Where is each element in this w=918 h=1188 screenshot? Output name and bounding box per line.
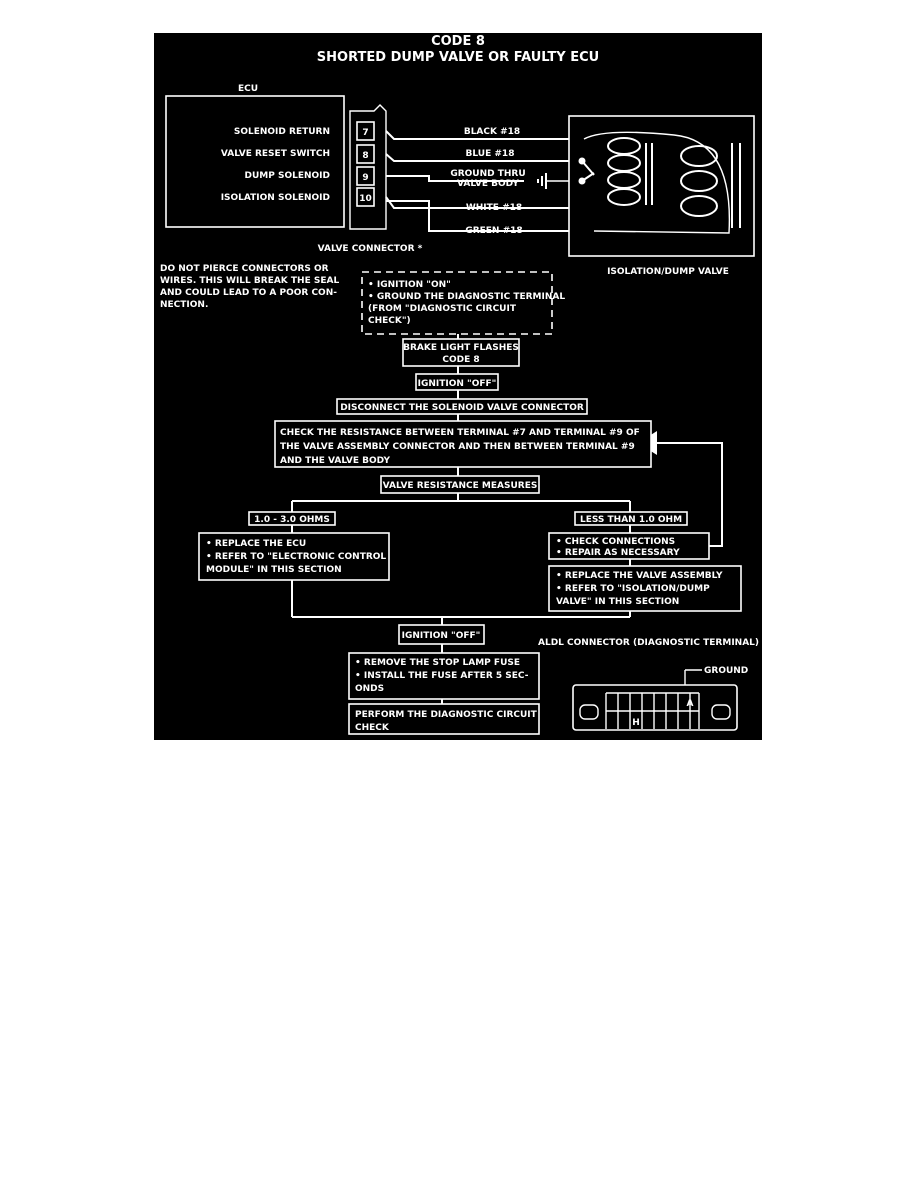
warning-line-1: DO NOT PIERCE CONNECTORS OR xyxy=(160,264,329,274)
perform-box xyxy=(348,703,540,735)
fuse-line-1: • REMOVE THE STOP LAMP FUSE xyxy=(355,658,520,668)
start-line-4: CHECK") xyxy=(368,316,411,326)
ohms-low-label: LESS THAN 1.0 OHM xyxy=(580,515,682,525)
page-title: SHORTED DUMP VALVE OR FAULTY ECU xyxy=(317,50,599,65)
diagram-panel: CODE 8 SHORTED DUMP VALVE OR FAULTY ECU … xyxy=(154,33,762,740)
wire-white-label: WHITE #18 xyxy=(466,203,522,213)
ignition-off-box-2 xyxy=(398,624,485,645)
replace-valve-box xyxy=(548,565,742,612)
valve-connector-label: VALVE CONNECTOR * xyxy=(318,244,423,254)
warning-line-2: WIRES. THIS WILL BREAK THE SEAL xyxy=(160,276,339,286)
terminal-7: 7 xyxy=(362,128,368,138)
valve-label: ISOLATION/DUMP VALVE xyxy=(607,267,729,277)
flow-lines xyxy=(291,334,723,704)
measures-step: VALVE RESISTANCE MEASURES xyxy=(383,481,538,491)
disconnect-step: DISCONNECT THE SOLENOID VALVE CONNECTOR xyxy=(340,403,584,413)
brake-light-line-1: BRAKE LIGHT FLASHES xyxy=(403,343,519,353)
wire-blue-label: BLUE #18 xyxy=(466,149,515,159)
start-line-1: • IGNITION "ON" xyxy=(368,280,451,290)
flowchart-svg: CODE 8 SHORTED DUMP VALVE OR FAULTY ECU … xyxy=(160,34,759,735)
fuse-line-2: • INSTALL THE FUSE AFTER 5 SEC- xyxy=(355,671,529,681)
aldl-ground-label: GROUND xyxy=(704,666,748,676)
replace-valve-line-2: • REFER TO "ISOLATION/DUMP xyxy=(556,584,710,594)
ohms-ok-box xyxy=(248,511,336,526)
ecu-pin-solenoid-return: SOLENOID RETURN xyxy=(234,127,330,137)
check-connections-box xyxy=(548,532,710,560)
title-code: CODE 8 xyxy=(431,34,485,49)
ecu-pin-isolation-solenoid: ISOLATION SOLENOID xyxy=(221,193,330,203)
warning-line-4: NECTION. xyxy=(160,300,208,310)
start-line-3: (FROM "DIAGNOSTIC CIRCUIT xyxy=(368,304,517,314)
ignition-off-box-1 xyxy=(415,373,499,391)
ignition-off-1: IGNITION "OFF" xyxy=(418,379,497,389)
disconnect-box xyxy=(336,398,588,415)
isolation-dump-valve xyxy=(568,115,755,257)
aldl-pin-h: H xyxy=(632,718,640,728)
start-step-box xyxy=(361,271,553,335)
replace-ecu-box xyxy=(198,532,390,581)
start-line-2: • GROUND THE DIAGNOSTIC TERMINAL xyxy=(368,292,565,302)
ecu-pin-valve-reset: VALVE RESET SWITCH xyxy=(221,149,330,159)
ohms-low-box xyxy=(574,511,688,526)
check-line-2: THE VALVE ASSEMBLY CONNECTOR AND THEN BE… xyxy=(280,442,635,452)
valve-connector: 7 8 9 10 xyxy=(349,104,387,230)
measures-box xyxy=(380,475,540,494)
wire-ground-label-2: VALVE BODY xyxy=(457,179,519,189)
check-conn-line-1: • CHECK CONNECTIONS xyxy=(556,537,675,547)
wire-harness xyxy=(385,130,594,232)
brake-light-line-2: CODE 8 xyxy=(442,355,479,365)
replace-ecu-line-3: MODULE" IN THIS SECTION xyxy=(206,565,342,575)
perform-line-2: CHECK xyxy=(355,723,390,733)
fuse-box xyxy=(348,652,540,700)
aldl-label: ALDL CONNECTOR (DIAGNOSTIC TERMINAL) xyxy=(538,638,759,648)
replace-valve-line-3: VALVE" IN THIS SECTION xyxy=(556,597,679,607)
check-line-3: AND THE VALVE BODY xyxy=(280,456,390,466)
wire-black-label: BLACK #18 xyxy=(464,127,520,137)
ecu-pin-dump-solenoid: DUMP SOLENOID xyxy=(245,171,330,181)
check-resistance-box xyxy=(274,420,652,468)
replace-valve-line-1: • REPLACE THE VALVE ASSEMBLY xyxy=(556,571,723,581)
check-line-1: CHECK THE RESISTANCE BETWEEN TERMINAL #7… xyxy=(280,428,640,438)
terminal-10: 10 xyxy=(359,194,372,204)
replace-ecu-line-2: • REFER TO "ELECTRONIC CONTROL xyxy=(206,552,386,562)
ignition-off-2: IGNITION "OFF" xyxy=(402,631,481,641)
wire-ground-label-1: GROUND THRU xyxy=(450,169,525,179)
terminal-8: 8 xyxy=(362,151,368,161)
perform-line-1: PERFORM THE DIAGNOSTIC CIRCUIT xyxy=(355,710,538,720)
fuse-line-3: ONDS xyxy=(355,684,384,694)
terminal-9: 9 xyxy=(362,173,368,183)
check-conn-line-2: • REPAIR AS NECESSARY xyxy=(556,548,680,558)
ecu-box xyxy=(165,95,345,228)
warning-line-3: AND COULD LEAD TO A POOR CON- xyxy=(160,288,337,298)
replace-ecu-line-1: • REPLACE THE ECU xyxy=(206,539,306,549)
wire-green-label: GREEN #18 xyxy=(465,226,522,236)
ohms-ok-label: 1.0 - 3.0 OHMS xyxy=(254,515,330,525)
aldl-connector-icon xyxy=(572,669,738,731)
aldl-pin-a: A xyxy=(687,699,694,709)
ecu-label: ECU xyxy=(238,84,258,94)
brake-light-box xyxy=(402,338,520,367)
